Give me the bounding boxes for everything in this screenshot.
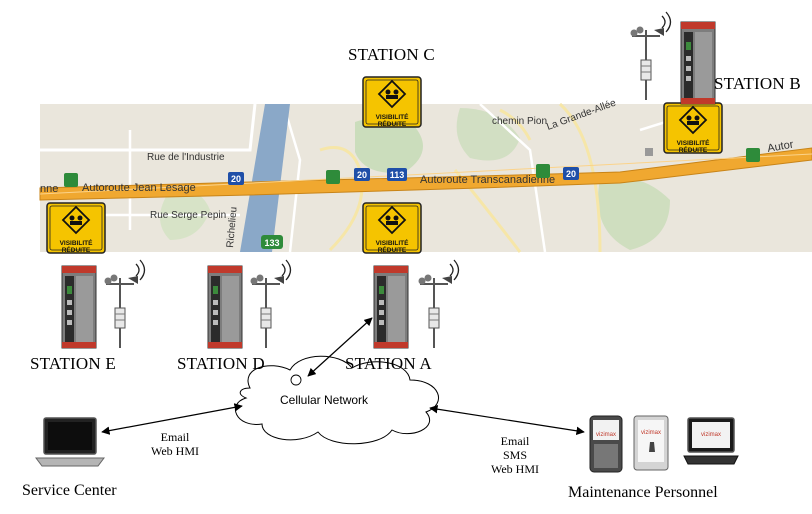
service-link-email: Email [160,430,190,444]
sign-c-line2: RÉDUITE [378,119,407,128]
maintenance-link-label: Email SMS Web HMI [480,434,550,476]
sign-a-line2: RÉDUITE [378,245,407,254]
road-label-industrie: Rue de l'Industrie [147,152,225,163]
netbook-icon [683,417,739,465]
road-label-transcanadienne: Autoroute Transcanadienne [420,174,555,186]
station-d-label: STATION D [177,354,265,373]
device-brand-labels: vizimax vizimax vizimax [596,430,721,438]
station-c-label: STATION C [348,45,435,64]
road-label-jean-lesage: Autoroute Jean Lesage [82,182,196,194]
road-label-richelieu: Richelieu [225,206,240,248]
rtu-station-b [680,21,716,105]
tablet-brand: vizimax [641,430,661,436]
sign-e-line2: RÉDUITE [62,245,91,254]
maintenance-link-email: Email [500,434,530,448]
road-label-nne: nne [40,183,58,195]
shield-113: 113 [390,170,405,180]
phone-brand: vizimax [596,432,616,438]
arrow-service-to-network [101,403,243,435]
tablet-icon [633,415,669,471]
sign-e-line1: VISIBILITÉ [60,238,94,247]
cellular-network-label: Cellular Network [280,393,369,407]
mast-station-d [249,259,292,349]
station-a-label: STATION A [345,354,432,373]
maintenance-link-sms: SMS [502,448,528,462]
arrow-network-to-station-a [307,317,373,377]
station-e-label: STATION E [30,354,116,373]
route-shields: 20 20 113 20 133 [228,167,579,249]
rtu-station-e [61,265,97,349]
sign-texts: VISIBILITÉ RÉDUITE VISIBILITÉ RÉDUITE VI… [60,112,711,254]
mast-station-a [417,259,460,349]
trans-canada-markers [64,148,760,187]
laptop-icon [35,417,105,467]
cloud-puff-small [290,374,302,386]
station-b-label: STATION B [714,74,801,93]
service-link-label: Email Web HMI [140,430,210,458]
shield-20-c: 20 [566,169,576,179]
service-center-label: Service Center [22,482,117,499]
road-label-chemin-pion: chemin Pion [492,116,547,127]
netbook-brand: vizimax [701,432,721,438]
shield-20-b: 20 [357,170,367,180]
maintenance-link-webhmi: Web HMI [490,462,540,476]
sign-c-line1: VISIBILITÉ [376,112,410,121]
sign-b-line2: RÉDUITE [679,145,708,154]
shield-133: 133 [264,238,279,248]
road-label-autor: Autor [766,139,794,155]
service-link-webhmi: Web HMI [150,444,200,458]
mast-station-e [103,259,146,349]
road-label-serge-pepin: Rue Serge Pepin [150,210,226,221]
sign-a-line1: VISIBILITÉ [376,238,410,247]
maintenance-personnel-label: Maintenance Personnel [568,484,718,501]
rtu-station-d [207,265,243,349]
arrow-network-to-maintenance [429,405,585,435]
sign-b-line1: VISIBILITÉ [677,138,711,147]
mast-station-b [629,11,672,101]
phone-icon [589,415,623,473]
shield-20-a: 20 [231,174,241,184]
rtu-station-a [373,265,409,349]
